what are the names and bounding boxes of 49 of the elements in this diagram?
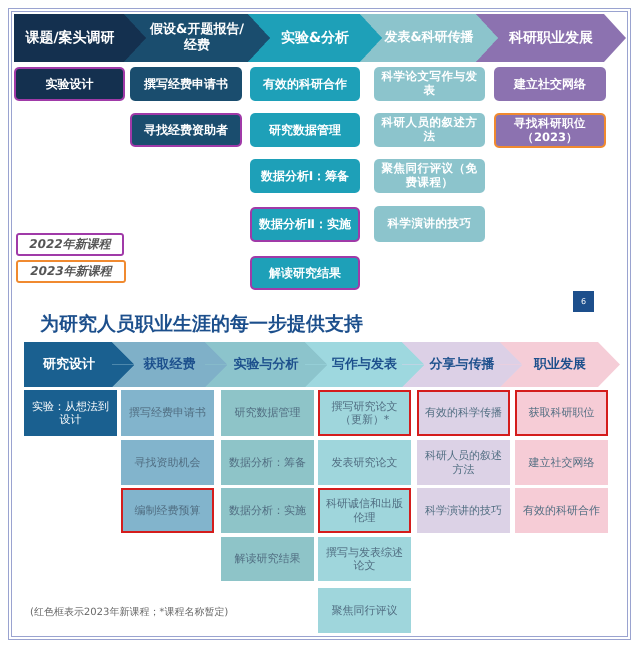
course-box: 科研诚信和出版伦理 [318, 488, 411, 533]
slide-title: 为研究人员职业生涯的每一步提供支持 [40, 312, 363, 337]
course-box: 科研人员的叙述方法 [417, 440, 510, 485]
course-box: 撰写与发表综述论文 [318, 537, 411, 581]
footnote: (红色框表示2023年新课程；*课程名称暂定) [30, 606, 228, 620]
course-box: 寻找资助机会 [121, 440, 214, 485]
course-box: 寻找经费资助者 [130, 113, 242, 147]
course-box: 数据分析Ⅱ：实施 [250, 207, 360, 242]
stage-header: 职业发展 [500, 342, 620, 387]
course-box: 数据分析Ⅰ：筹备 [250, 159, 360, 193]
course-box: 撰写研究论文（更新）* [318, 390, 411, 436]
course-box: 撰写经费申请书 [130, 67, 242, 101]
page-number: 6 [573, 291, 594, 312]
stage-header: 获取经费 [112, 342, 205, 387]
course-box: 解读研究结果 [221, 537, 314, 581]
legend-box: 2022年新课程 [16, 233, 124, 256]
course-box: 寻找科研职位（2023） [494, 113, 606, 148]
stage-header: 假设&开题报告/经费 [124, 14, 248, 62]
course-box: 有效的科学传播 [417, 390, 510, 436]
course-box: 发表研究论文 [318, 440, 411, 485]
course-box: 建立社交网络 [515, 440, 608, 485]
legend-box: 2023年新课程 [16, 260, 126, 283]
course-box: 实验设计 [14, 67, 125, 101]
course-box: 研究数据管理 [221, 390, 314, 436]
course-box: 科学论文写作与发表 [374, 67, 485, 101]
course-box: 研究数据管理 [250, 113, 360, 147]
course-box: 科学演讲的技巧 [374, 206, 485, 242]
course-box: 数据分析：筹备 [221, 440, 314, 485]
course-box: 数据分析：实施 [221, 488, 314, 533]
course-box: 科研人员的叙述方法 [374, 113, 485, 147]
stage-header: 科研职业发展 [476, 14, 626, 62]
course-box: 科学演讲的技巧 [417, 488, 510, 533]
stage-header: 分享与传播 [402, 342, 500, 387]
course-box: 实验：从想法到设计 [24, 390, 117, 436]
course-box: 有效的科研合作 [250, 67, 360, 101]
course-box: 有效的科研合作 [515, 488, 608, 533]
course-box: 编制经费预算 [121, 488, 214, 533]
course-box: 聚焦同行评议（免费课程） [374, 159, 485, 193]
stage-header: 发表&科研传播 [360, 14, 476, 62]
stage-header: 研究设计 [24, 342, 112, 387]
stage-header: 实验&分析 [248, 14, 360, 62]
course-box: 聚焦同行评议 [318, 588, 411, 633]
course-box: 解读研究结果 [250, 256, 360, 290]
course-box: 撰写经费申请书 [121, 390, 214, 436]
course-box: 建立社交网络 [494, 67, 606, 101]
stage-header: 写作与发表 [305, 342, 402, 387]
course-box: 获取科研职位 [515, 390, 608, 436]
stage-header: 课题/案头调研 [14, 14, 124, 62]
stage-header: 实验与分析 [205, 342, 305, 387]
